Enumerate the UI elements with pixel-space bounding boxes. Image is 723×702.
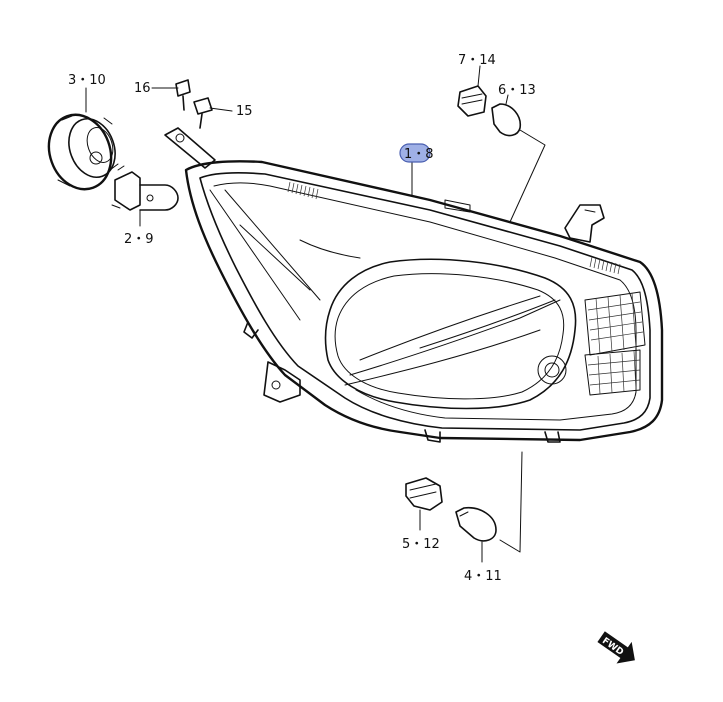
bulb-cover-cap[interactable] bbox=[39, 106, 123, 198]
callout-3-10[interactable]: 3・10 bbox=[68, 73, 106, 88]
callout-2-9[interactable]: 2・9 bbox=[124, 232, 154, 247]
vent-slats-right bbox=[589, 256, 621, 275]
headlamp-bulb[interactable] bbox=[111, 165, 179, 211]
callout-1-8-badge[interactable]: 1・8 bbox=[399, 143, 434, 163]
leader-lines bbox=[85, 65, 546, 563]
clip-15[interactable] bbox=[193, 97, 213, 129]
callouts: 3・10 16 15 2・9 7・14 6・13 1・8 5・12 4・11 bbox=[68, 53, 536, 584]
signal-socket-upper[interactable] bbox=[457, 85, 487, 117]
fwd-arrow-icon: FWD bbox=[597, 631, 635, 664]
vent-slats-left bbox=[287, 181, 319, 200]
signal-lamp-area bbox=[584, 291, 646, 396]
callout-6-13[interactable]: 6・13 bbox=[498, 83, 536, 98]
callout-15[interactable]: 15 bbox=[236, 104, 253, 119]
screw-16[interactable] bbox=[175, 79, 191, 111]
signal-socket-lower[interactable] bbox=[405, 477, 443, 511]
headlamp-housing[interactable] bbox=[164, 127, 664, 443]
callout-1-8[interactable]: 1・8 bbox=[404, 147, 434, 162]
signal-bulb-lower[interactable] bbox=[455, 506, 497, 542]
callout-7-14[interactable]: 7・14 bbox=[458, 53, 496, 68]
small-bulb-upper[interactable] bbox=[491, 103, 522, 137]
callout-4-11[interactable]: 4・11 bbox=[464, 569, 502, 584]
callout-5-12[interactable]: 5・12 bbox=[402, 537, 440, 552]
callout-16[interactable]: 16 bbox=[134, 81, 151, 96]
